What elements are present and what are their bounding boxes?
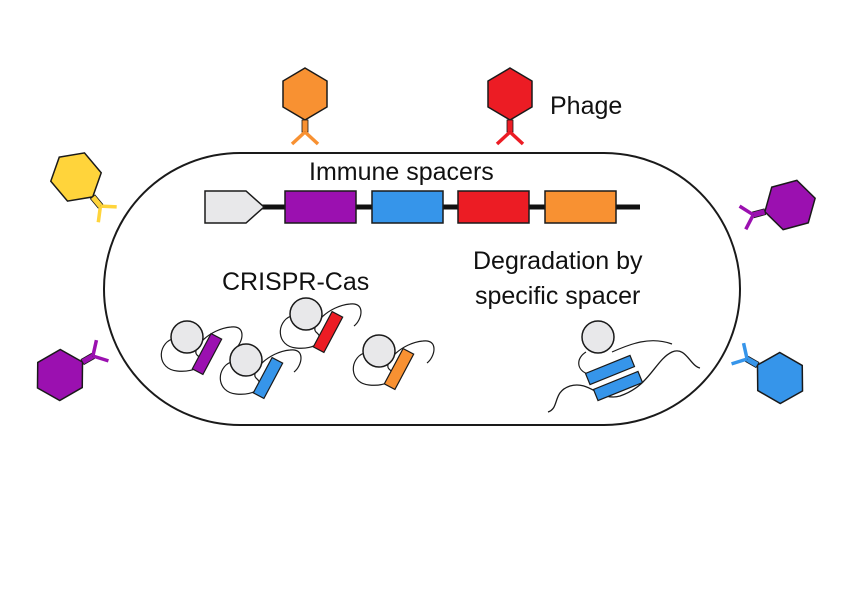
leader-sequence bbox=[204, 190, 266, 224]
cas-protein bbox=[170, 320, 204, 354]
phage-blue-right bbox=[731, 342, 804, 405]
cas-protein bbox=[229, 343, 263, 377]
crrna-orange bbox=[383, 347, 415, 391]
cas-protein bbox=[289, 297, 323, 331]
spacer-purple bbox=[284, 190, 357, 224]
crrna-blue bbox=[252, 356, 284, 400]
crrna-red bbox=[312, 310, 344, 354]
spacer-orange bbox=[544, 190, 617, 224]
degradation-complex bbox=[547, 320, 701, 413]
phage-dna bbox=[547, 350, 701, 413]
cas-complex-blue bbox=[219, 343, 302, 400]
cas-protein bbox=[581, 320, 615, 354]
target-dna-blue bbox=[592, 370, 644, 402]
crispr-cas-label: CRISPR-Cas bbox=[222, 268, 369, 296]
cas-complex-orange bbox=[352, 334, 435, 391]
degradation-label-line2: specific spacer bbox=[475, 282, 640, 310]
phage-red-top bbox=[487, 67, 533, 146]
cas-complex-purple bbox=[160, 320, 243, 376]
phage-orange-top bbox=[282, 67, 328, 146]
cas-complex-red bbox=[279, 297, 362, 354]
spacer-blue bbox=[371, 190, 444, 224]
phage-purple-left bbox=[36, 339, 109, 402]
phage-label: Phage bbox=[550, 92, 622, 120]
phage-purple-right bbox=[738, 179, 816, 231]
phage-yellow-left bbox=[49, 152, 117, 223]
crrna-blue-bound bbox=[584, 354, 636, 386]
degradation-label-line1: Degradation by bbox=[473, 247, 643, 275]
cas-protein bbox=[362, 334, 396, 368]
crispr-array bbox=[204, 190, 640, 224]
spacer-red bbox=[457, 190, 530, 224]
crrna-purple bbox=[191, 332, 223, 376]
immune-spacers-label: Immune spacers bbox=[309, 158, 494, 186]
